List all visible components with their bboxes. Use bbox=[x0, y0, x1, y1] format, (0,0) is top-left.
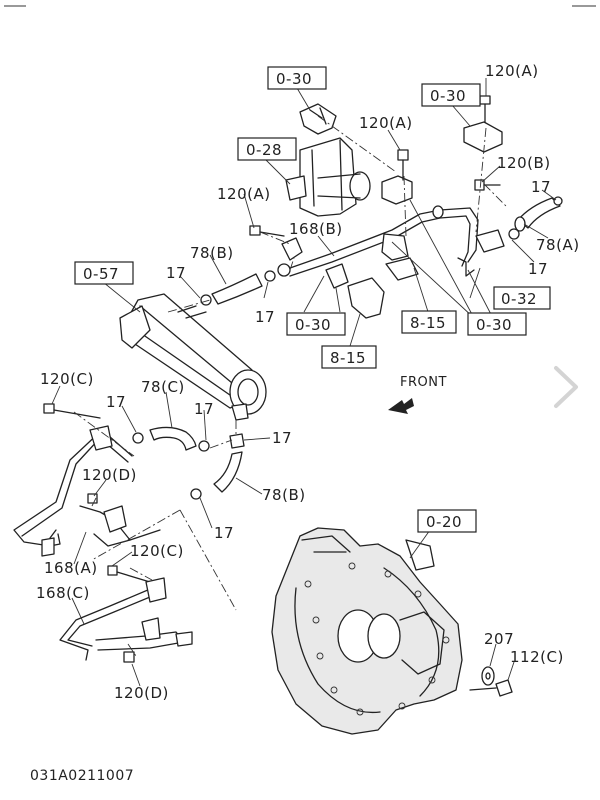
water-pipe-168B bbox=[289, 205, 505, 277]
engine-mount-bracket bbox=[285, 103, 413, 217]
label-120C-mid: 120(C) bbox=[130, 542, 184, 560]
label-120C-left: 120(C) bbox=[40, 370, 94, 388]
label-17: 17 bbox=[106, 393, 126, 411]
front-label: FRONT bbox=[400, 375, 447, 390]
diagram-code: 031A0211007 bbox=[30, 768, 134, 784]
ref-box-0-30-right[interactable]: 0-30 bbox=[421, 83, 481, 107]
pipe-clamps bbox=[281, 233, 419, 319]
bolt-120A-top bbox=[463, 95, 503, 153]
front-indicator: FRONT bbox=[388, 375, 447, 414]
leader-lines bbox=[51, 78, 557, 687]
label-17: 17 bbox=[528, 260, 548, 278]
water-pipe-168C bbox=[59, 565, 193, 663]
ref-box-0-30-bottom[interactable]: 0-30 bbox=[467, 312, 527, 336]
hose-78B-low bbox=[190, 451, 243, 500]
part-labels: 120(A) 120(A) 120(B) 17 120(A) 168(B) 78… bbox=[36, 62, 580, 702]
ref-label: 0-20 bbox=[426, 513, 462, 531]
label-78C: 78(C) bbox=[141, 378, 185, 396]
label-168C: 168(C) bbox=[36, 584, 90, 602]
ref-label: 8-15 bbox=[330, 349, 366, 367]
egr-cooler bbox=[119, 293, 267, 421]
label-78B-top: 78(B) bbox=[190, 244, 234, 262]
ref-label: 0-30 bbox=[476, 316, 512, 334]
next-page-button[interactable] bbox=[546, 362, 586, 412]
label-17: 17 bbox=[214, 524, 234, 542]
ref-label: 0-30 bbox=[430, 87, 466, 105]
bolt-120B bbox=[474, 179, 501, 191]
hose-78B-top bbox=[200, 263, 291, 306]
label-17: 17 bbox=[272, 429, 292, 447]
label-168A: 168(A) bbox=[44, 559, 98, 577]
ref-label: 0-57 bbox=[83, 265, 119, 283]
label-120D-bottom: 120(D) bbox=[114, 684, 169, 702]
label-120A-left: 120(A) bbox=[217, 185, 271, 203]
ref-box-0-32[interactable]: 0-32 bbox=[493, 286, 551, 310]
ref-box-8-15-b[interactable]: 8-15 bbox=[321, 345, 377, 369]
ref-label: 8-15 bbox=[410, 314, 446, 332]
label-78B-low: 78(B) bbox=[262, 486, 306, 504]
water-pipe-168A bbox=[13, 403, 161, 557]
label-120A-mid: 120(A) bbox=[359, 114, 413, 132]
label-120D-mid: 120(D) bbox=[82, 466, 137, 484]
bolt-112C bbox=[469, 679, 513, 697]
bolt-120A-left bbox=[249, 225, 285, 237]
ref-box-0-30-top[interactable]: 0-30 bbox=[267, 66, 327, 90]
ref-label: 0-30 bbox=[295, 316, 331, 334]
label-207: 207 bbox=[484, 630, 514, 648]
hose-78A bbox=[508, 196, 563, 240]
ref-box-8-15-a[interactable]: 8-15 bbox=[401, 310, 457, 334]
bolt-120A-mid bbox=[397, 149, 409, 181]
washer-207 bbox=[481, 666, 495, 686]
label-120A-top: 120(A) bbox=[485, 62, 539, 80]
label-78A: 78(A) bbox=[536, 236, 580, 254]
label-17: 17 bbox=[166, 264, 186, 282]
flywheel-housing bbox=[271, 527, 463, 735]
ref-label: 0-32 bbox=[501, 290, 537, 308]
chevron-right-icon bbox=[554, 366, 578, 408]
label-17: 17 bbox=[194, 400, 214, 418]
alignment-lines bbox=[73, 115, 507, 657]
label-17: 17 bbox=[531, 178, 551, 196]
ref-label: 0-30 bbox=[276, 70, 312, 88]
ref-box-0-57[interactable]: 0-57 bbox=[74, 261, 134, 285]
label-168B: 168(B) bbox=[289, 220, 343, 238]
label-112C: 112(C) bbox=[510, 648, 564, 666]
hose-78C bbox=[132, 426, 245, 452]
ref-label: 0-28 bbox=[246, 141, 282, 159]
label-120B: 120(B) bbox=[497, 154, 551, 172]
ref-box-0-30-mid[interactable]: 0-30 bbox=[286, 312, 346, 336]
label-17: 17 bbox=[255, 308, 275, 326]
front-arrow-icon bbox=[388, 398, 414, 414]
ref-box-0-28[interactable]: 0-28 bbox=[237, 137, 297, 161]
ref-box-0-20[interactable]: 0-20 bbox=[417, 509, 477, 533]
